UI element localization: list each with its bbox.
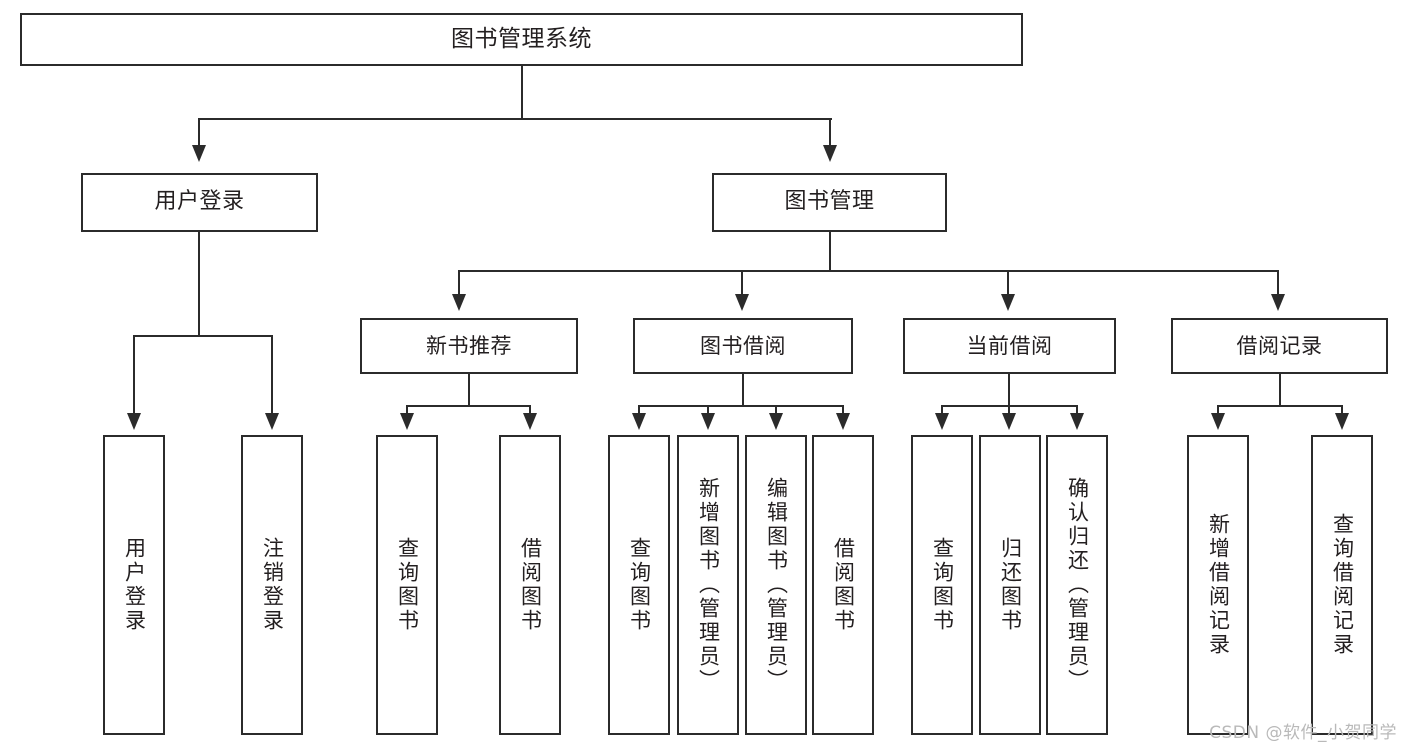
connector-root-bus bbox=[198, 118, 832, 120]
leaf-nbr-query-book[interactable]: 查询图书 bbox=[376, 435, 438, 735]
arrowhead-to-leaf-bb-borrow-book bbox=[836, 413, 850, 430]
node-current-borrow[interactable]: 当前借阅 bbox=[903, 318, 1116, 374]
leaf-logout[interactable]: 注销登录 bbox=[241, 435, 303, 735]
connector-bb-stem bbox=[742, 374, 744, 407]
arrowhead-to-leaf-cb-return-book bbox=[1002, 413, 1016, 430]
leaf-nbr-borrow-book[interactable]: 借阅图书 bbox=[499, 435, 561, 735]
leaf-cb-query-book[interactable]: 查询图书 bbox=[911, 435, 973, 735]
node-label: 图书管理 bbox=[784, 189, 875, 215]
leaf-bb-query-book[interactable]: 查询图书 bbox=[608, 435, 670, 735]
connector-user-login-stem bbox=[198, 232, 200, 336]
arrowhead-to-leaf-bb-add-book bbox=[701, 413, 715, 430]
node-label: 查询借阅记录 bbox=[1330, 513, 1355, 657]
connector-bm-drop-2 bbox=[741, 270, 743, 294]
node-label: 当前借阅 bbox=[966, 333, 1053, 358]
arrowhead-root-to-user-login bbox=[192, 145, 206, 162]
node-label: 新增借阅记录 bbox=[1206, 513, 1231, 657]
connector-br-bus bbox=[1217, 405, 1343, 407]
connector-bb-drop-4 bbox=[842, 405, 844, 415]
node-label: 图书管理系统 bbox=[451, 25, 592, 52]
connector-nbr-stem bbox=[468, 374, 470, 407]
node-book-management[interactable]: 图书管理 bbox=[712, 173, 947, 232]
leaf-bb-borrow-book[interactable]: 借阅图书 bbox=[812, 435, 874, 735]
node-new-book-recommend[interactable]: 新书推荐 bbox=[360, 318, 578, 374]
connector-bm-drop-4 bbox=[1277, 270, 1279, 294]
connector-nbr-drop-2 bbox=[529, 405, 531, 415]
connector-book-management-bus bbox=[458, 270, 1279, 272]
arrowhead-to-leaf-cb-query-book bbox=[935, 413, 949, 430]
connector-bm-drop-3 bbox=[1007, 270, 1009, 294]
connector-root-stem bbox=[521, 66, 523, 119]
node-label: 归还图书 bbox=[998, 537, 1023, 633]
arrowhead-to-new-book-recommend bbox=[452, 294, 466, 311]
arrowhead-to-current-borrow bbox=[1001, 294, 1015, 311]
connector-cb-stem bbox=[1008, 374, 1010, 407]
connector-user-login-bus bbox=[133, 335, 273, 337]
connector-book-management-stem bbox=[829, 232, 831, 272]
node-label: 借阅图书 bbox=[831, 537, 856, 633]
node-label: 查询图书 bbox=[395, 537, 420, 633]
arrowhead-root-to-book-manage bbox=[823, 145, 837, 162]
connector-cb-drop-2 bbox=[1008, 405, 1010, 415]
arrowhead-to-leaf-bb-edit-book bbox=[769, 413, 783, 430]
connector-br-drop-1 bbox=[1217, 405, 1219, 415]
node-label: 借阅记录 bbox=[1236, 333, 1323, 358]
node-label: 编辑图书（管理员） bbox=[764, 477, 789, 693]
node-label: 用户登录 bbox=[122, 537, 147, 633]
leaf-cb-return-book[interactable]: 归还图书 bbox=[979, 435, 1041, 735]
arrowhead-to-borrow-record bbox=[1271, 294, 1285, 311]
leaf-user-login[interactable]: 用户登录 bbox=[103, 435, 165, 735]
arrowhead-to-leaf-user-login bbox=[127, 413, 141, 430]
connector-bm-drop-1 bbox=[458, 270, 460, 294]
connector-bb-bus bbox=[638, 405, 844, 407]
connector-user-login-drop-2 bbox=[271, 335, 273, 413]
leaf-cb-confirm-return[interactable]: 确认归还（管理员） bbox=[1046, 435, 1108, 735]
node-root-system[interactable]: 图书管理系统 bbox=[20, 13, 1023, 66]
node-user-login[interactable]: 用户登录 bbox=[81, 173, 318, 232]
node-label: 注销登录 bbox=[260, 537, 285, 633]
node-borrow-record[interactable]: 借阅记录 bbox=[1171, 318, 1388, 374]
node-label: 借阅图书 bbox=[518, 537, 543, 633]
arrowhead-to-leaf-bb-query-book bbox=[632, 413, 646, 430]
arrowhead-to-leaf-br-query-record bbox=[1335, 413, 1349, 430]
connector-bb-drop-3 bbox=[775, 405, 777, 415]
connector-user-login-drop-1 bbox=[133, 335, 135, 413]
node-label: 查询图书 bbox=[627, 537, 652, 633]
node-label: 新增图书（管理员） bbox=[696, 477, 721, 693]
connector-br-drop-2 bbox=[1341, 405, 1343, 415]
connector-cb-drop-1 bbox=[941, 405, 943, 415]
arrowhead-to-leaf-nbr-borrow-book bbox=[523, 413, 537, 430]
leaf-br-query-record[interactable]: 查询借阅记录 bbox=[1311, 435, 1373, 735]
arrowhead-to-leaf-cb-confirm-return bbox=[1070, 413, 1084, 430]
connector-nbr-bus bbox=[406, 405, 531, 407]
node-label: 确认归还（管理员） bbox=[1065, 477, 1090, 693]
node-book-borrow[interactable]: 图书借阅 bbox=[633, 318, 853, 374]
connector-cb-drop-3 bbox=[1076, 405, 1078, 415]
arrowhead-to-leaf-nbr-query-book bbox=[400, 413, 414, 430]
connector-root-drop-2 bbox=[829, 118, 831, 145]
leaf-br-add-record[interactable]: 新增借阅记录 bbox=[1187, 435, 1249, 735]
arrowhead-to-leaf-br-add-record bbox=[1211, 413, 1225, 430]
node-label: 查询图书 bbox=[930, 537, 955, 633]
node-label: 新书推荐 bbox=[426, 333, 512, 358]
arrowhead-to-leaf-logout bbox=[265, 413, 279, 430]
connector-root-drop-1 bbox=[198, 118, 200, 145]
connector-nbr-drop-1 bbox=[406, 405, 408, 415]
arrowhead-to-book-borrow bbox=[735, 294, 749, 311]
node-label: 用户登录 bbox=[154, 189, 245, 215]
connector-bb-drop-1 bbox=[638, 405, 640, 415]
leaf-bb-add-book[interactable]: 新增图书（管理员） bbox=[677, 435, 739, 735]
node-label: 图书借阅 bbox=[700, 333, 786, 358]
leaf-bb-edit-book[interactable]: 编辑图书（管理员） bbox=[745, 435, 807, 735]
connector-br-stem bbox=[1279, 374, 1281, 407]
connector-bb-drop-2 bbox=[707, 405, 709, 415]
